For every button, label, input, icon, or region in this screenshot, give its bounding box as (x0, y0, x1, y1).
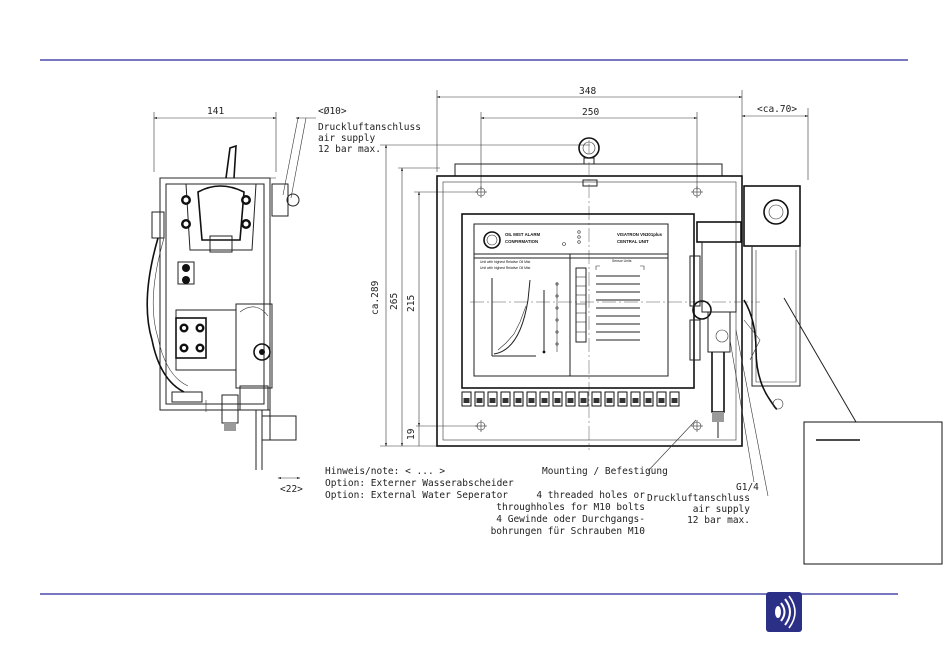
cable-gland-nut (606, 398, 613, 403)
cable-gland-nut (632, 398, 639, 403)
dim-215: 215 (406, 295, 417, 312)
air-label-top-en: air supply (318, 133, 375, 144)
air-label-top-pressure: 12 bar max. (318, 144, 381, 155)
note-option-en: Option: External Water Seperator (325, 490, 508, 501)
cable-gland-nut (489, 398, 496, 403)
dim-ca-70: <ca.70> (757, 104, 797, 115)
cable-gland-nut (567, 398, 574, 403)
cable-gland-nut (463, 398, 470, 403)
dim-ca-289: ca.289 (370, 280, 381, 315)
cable-gland-nut (515, 398, 522, 403)
dim-141: 141 (207, 106, 224, 117)
cable-gland-nut (671, 398, 678, 403)
cable-gland-nut (541, 398, 548, 403)
thread-g14: G1/4 (736, 482, 759, 493)
panel-brand-line2: CENTRAL UNIT (617, 239, 649, 244)
vaditron-logo-icon (766, 592, 802, 632)
panel-brand-line1: VISATRON VN301plus (617, 232, 663, 237)
panel-alarm-line2: CONFIRMATION (505, 239, 538, 244)
cable-gland-nut (580, 398, 587, 403)
cable-gland-nut (554, 398, 561, 403)
panel-graph-line2: Unit with highest Relative Oil Mist (480, 266, 530, 270)
cable-gland-nut (658, 398, 665, 403)
dim-base-22: <22> (280, 484, 303, 495)
air-label-right-en: air supply (693, 504, 750, 515)
holes-line-4: bohrungen für Schrauben M10 (491, 526, 646, 537)
cable-gland-nut (593, 398, 600, 403)
cable-gland-nut (645, 398, 652, 403)
note-title: Hinweis/note: < ... > (325, 466, 445, 477)
annotations: Hinweis/note: < ... > Option: Externer W… (325, 297, 943, 565)
cable-gland-nut (476, 398, 483, 403)
dim-250: 250 (582, 107, 599, 118)
panel-alarm-line1: OIL MIST ALARM (505, 232, 541, 237)
holes-line-3: 4 Gewinde oder Durchgangs- (496, 514, 645, 525)
cable-gland-nut (528, 398, 535, 403)
front-view: 348 250 <ca.70> ca.289 265 215 19 (370, 86, 809, 450)
cable-gland-nut (502, 398, 509, 403)
cable-glands (461, 391, 680, 407)
cable-gland-nut (619, 398, 626, 403)
air-label-right-de: Druckluftanschluss (647, 493, 750, 504)
holes-line-1: 4 threaded holes or (536, 490, 645, 501)
dim-265: 265 (389, 293, 400, 310)
dim-348: 348 (579, 86, 596, 97)
holes-line-2: throughholes for M10 bolts (496, 502, 645, 513)
mounting-label: Mounting / Befestigung (542, 466, 668, 477)
side-view: 141 <Ø10> Druckluftanschluss air supply … (146, 106, 421, 495)
air-label-right-pressure: 12 bar max. (687, 515, 750, 526)
panel-sensor-title: Sensor Units (612, 259, 632, 263)
callout-box (803, 421, 943, 565)
panel-graph-line1: Unit with highest Relative Oil Mist (480, 260, 530, 264)
dim-diameter-10: <Ø10> (318, 106, 347, 117)
air-label-top-de: Druckluftanschluss (318, 122, 421, 133)
dim-19: 19 (406, 428, 417, 440)
note-option-de: Option: Externer Wasserabscheider (325, 478, 514, 489)
